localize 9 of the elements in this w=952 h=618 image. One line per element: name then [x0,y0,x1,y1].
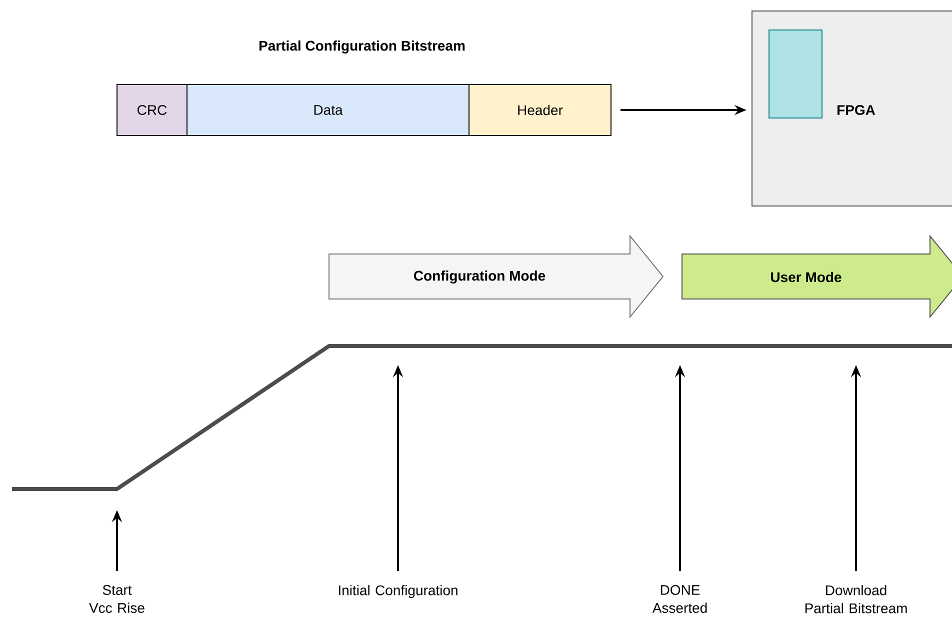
bitstream-field: CRC [116,84,188,136]
title: Partial Configuration Bitstream [259,40,465,54]
event-label: Initial Configuration [338,585,458,598]
event-label: DONE Asserted [652,585,707,613]
event-label: Start Vcc Rise [89,585,144,613]
bitstream-field: Header [468,84,612,136]
event-label: Download Partial Bitstream [805,585,907,614]
region-box [768,30,823,118]
bitstream-field: Data [186,84,470,136]
